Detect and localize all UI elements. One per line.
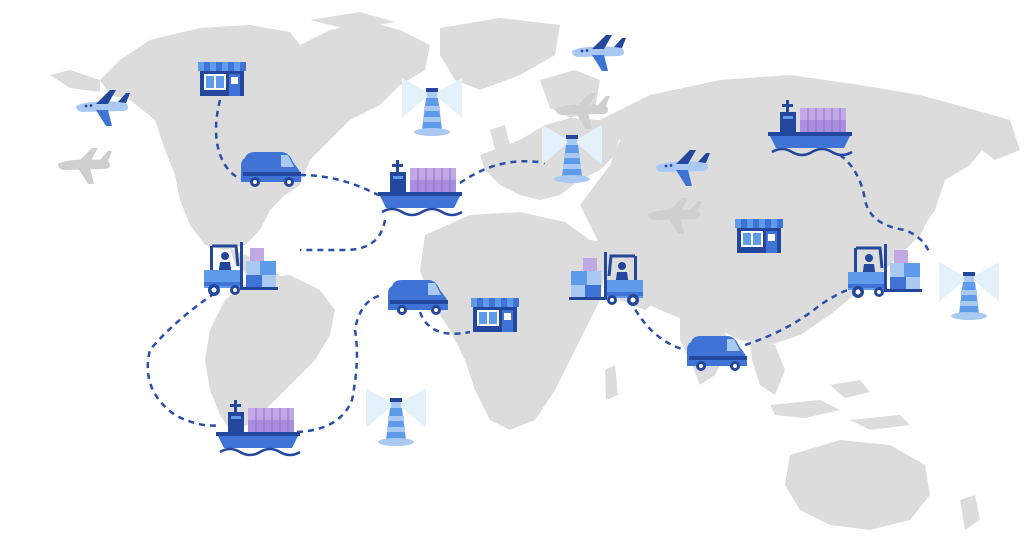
store-icon <box>198 62 246 96</box>
store-icon <box>471 298 519 332</box>
store-icon <box>735 219 783 253</box>
north-america <box>100 22 430 250</box>
greenland <box>440 18 560 90</box>
asia <box>580 75 990 345</box>
shipping-routes <box>146 99 932 434</box>
australia <box>785 440 930 530</box>
continents <box>50 12 1020 530</box>
south-america <box>205 275 335 430</box>
